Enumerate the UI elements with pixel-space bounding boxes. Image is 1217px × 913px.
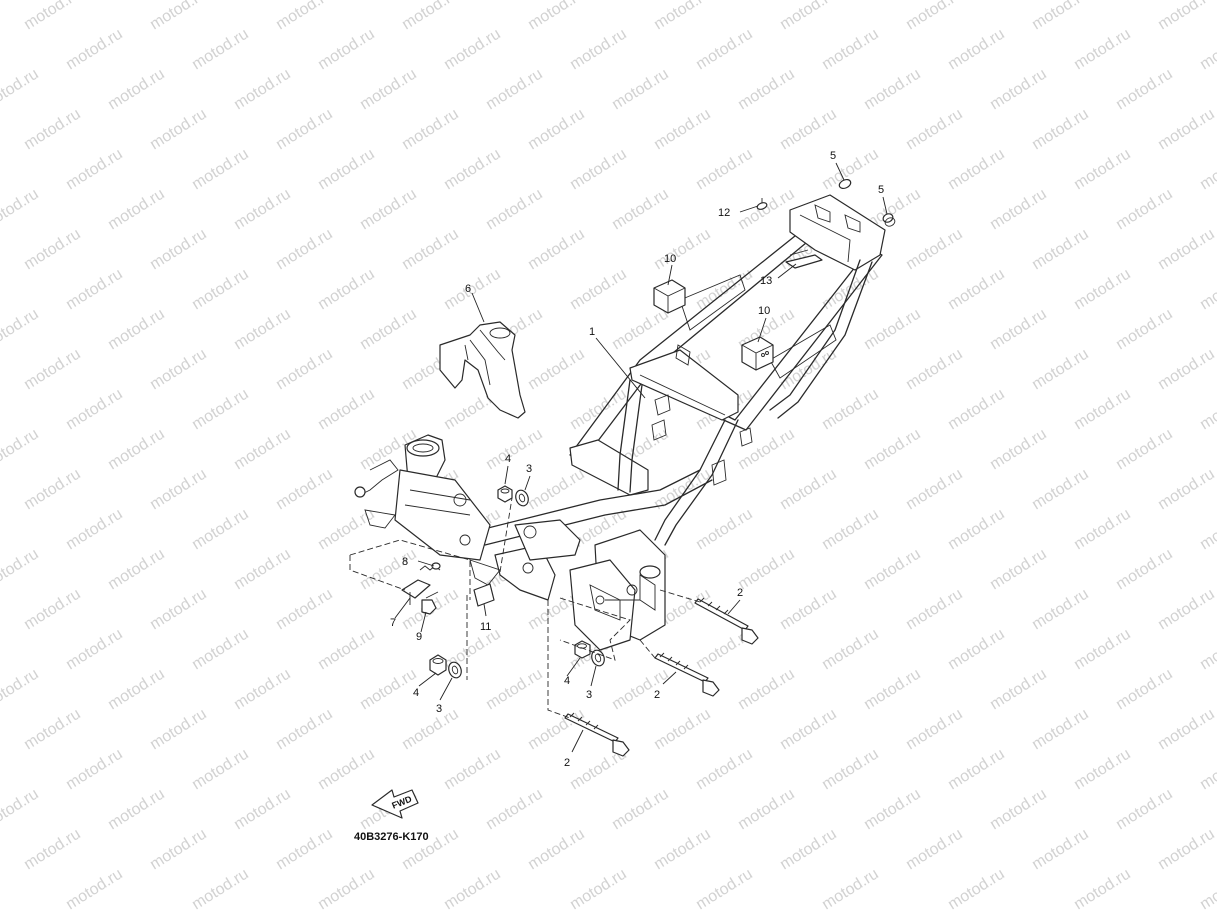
callout-3-top: 3 (526, 463, 532, 475)
bolt-2-bottom (564, 712, 630, 757)
head-pipe-section (354, 434, 581, 601)
callout-7: 7 (390, 617, 396, 629)
nut-4-lower-mid (574, 640, 591, 659)
spring-8 (419, 562, 441, 571)
nut-4-lower-left (429, 654, 447, 676)
assembly-lines (349, 497, 701, 719)
leader-lines (394, 162, 888, 753)
callout-3-lower-left: 3 (436, 703, 442, 715)
callout-9: 9 (416, 631, 422, 643)
callout-1: 1 (589, 326, 595, 338)
callout-4-lower-left: 4 (413, 687, 419, 699)
main-frame (479, 194, 886, 546)
clip-13 (785, 249, 823, 269)
callout-2-right: 2 (737, 587, 743, 599)
diagram-code: 40B3276-K170 (354, 831, 429, 843)
callout-10-lower: 10 (758, 305, 770, 317)
bolt-2-middle (654, 652, 720, 697)
callout-4-top: 4 (505, 453, 511, 465)
engine-mount (569, 529, 666, 651)
bolt-9 (421, 591, 439, 615)
callout-8: 8 (402, 556, 408, 568)
callout-labels: 1 2 2 2 3 3 3 4 4 4 5 5 6 7 8 9 10 10 11… (390, 150, 884, 769)
callout-11: 11 (480, 621, 491, 633)
washer-3-lower-left (448, 661, 462, 679)
callout-2-bottom: 2 (564, 757, 570, 769)
label-plate-11 (473, 583, 495, 607)
cap-5-left (838, 178, 852, 190)
callout-2-middle: 2 (654, 689, 660, 701)
cap-5-right (882, 213, 896, 227)
callout-12: 12 (718, 207, 730, 219)
part-6-bracket (439, 321, 526, 419)
damper-upper (653, 279, 686, 314)
fwd-arrow-icon: FWD (371, 789, 419, 819)
washer-3-top (515, 489, 529, 507)
callout-4-lower-mid: 4 (564, 675, 570, 687)
callout-6: 6 (465, 283, 471, 295)
callout-10-upper: 10 (664, 253, 676, 265)
nut-4-top (497, 485, 513, 503)
washer-3-lower-mid (591, 649, 605, 667)
callout-5-right: 5 (878, 184, 884, 196)
callout-3-lower-mid: 3 (586, 689, 592, 701)
bolt-2-right (694, 597, 759, 645)
callout-13: 13 (760, 275, 772, 287)
callout-5-left: 5 (830, 150, 836, 162)
damper-lower (741, 336, 774, 371)
plug-12 (756, 198, 768, 210)
